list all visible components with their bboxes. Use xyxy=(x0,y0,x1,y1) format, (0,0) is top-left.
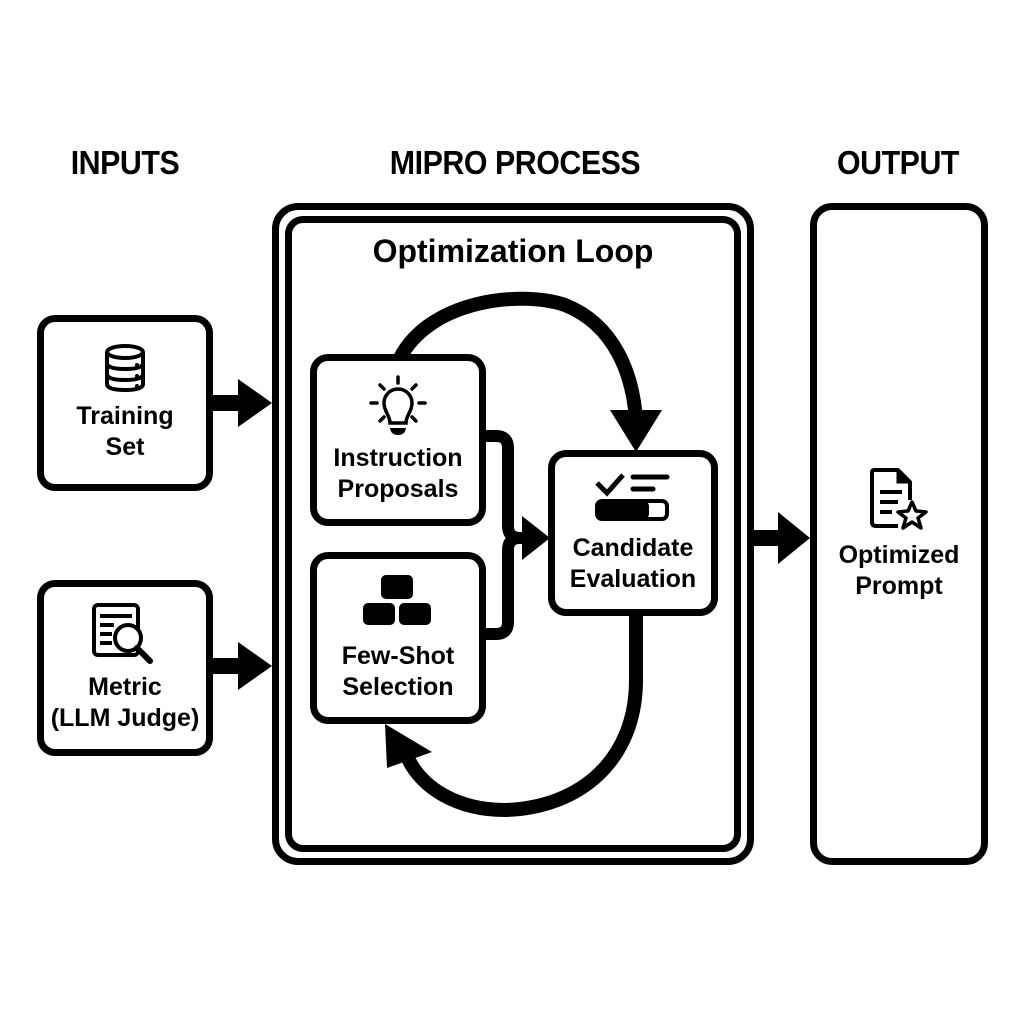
blocks-icon xyxy=(363,575,431,625)
optimization-loop-title: Optimization Loop xyxy=(372,233,654,269)
few-shot-selection-label-line-1: Few-Shot xyxy=(341,642,455,670)
few-shot-selection-node: Few-Shot Selection xyxy=(310,552,486,724)
candidate-evaluation-label-line-1: Candidate xyxy=(572,534,694,562)
document-search-icon xyxy=(92,603,153,664)
few-shot-selection-label-line-2: Selection xyxy=(342,673,454,701)
mipro-process-outer-frame xyxy=(272,203,754,865)
arrow-metric-to-process xyxy=(208,642,272,690)
document-star-icon xyxy=(870,468,928,530)
instruction-proposals-label-line-1: Instruction xyxy=(333,444,463,472)
output-column-title: OUTPUT xyxy=(836,144,960,181)
candidate-evaluation-node: Candidate Evaluation xyxy=(548,450,718,616)
training-set-label-line-2: Set xyxy=(105,433,145,461)
arrow-training-to-process xyxy=(208,379,272,427)
optimized-prompt-node: Optimized Prompt xyxy=(810,203,988,865)
optimized-prompt-label-line-2: Prompt xyxy=(855,572,943,600)
optimized-prompt-label-line-1: Optimized xyxy=(838,541,960,569)
instruction-proposals-label-line-2: Proposals xyxy=(337,475,459,503)
instruction-proposals-node: Instruction Proposals xyxy=(310,354,486,526)
training-set-node: Training Set xyxy=(37,315,213,491)
inputs-column-title: INPUTS xyxy=(70,144,180,181)
metric-label-line-2: (LLM Judge) xyxy=(50,704,200,732)
training-set-label-line-1: Training xyxy=(76,402,174,430)
process-column-title: MIPRO PROCESS xyxy=(389,144,641,181)
lightbulb-icon xyxy=(369,375,427,435)
checklist-progress-icon xyxy=(595,473,670,521)
metric-node: Metric (LLM Judge) xyxy=(37,580,213,756)
metric-label-line-1: Metric xyxy=(88,673,162,701)
candidate-evaluation-label-line-2: Evaluation xyxy=(569,565,697,593)
database-icon xyxy=(105,344,145,393)
arrow-process-to-output xyxy=(752,512,810,564)
optimization-loop-frame xyxy=(285,216,741,852)
